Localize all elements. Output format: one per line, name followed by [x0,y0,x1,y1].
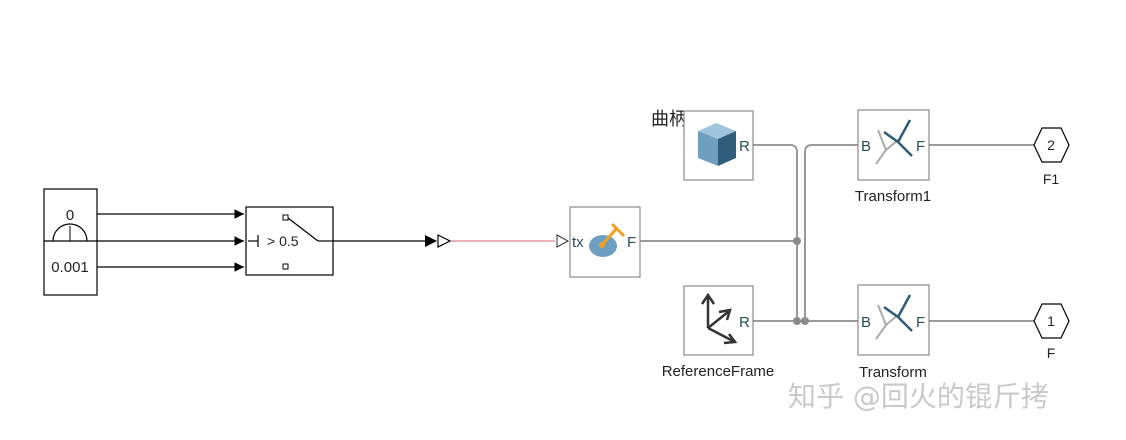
transform1-port-b: B [861,138,871,155]
junction-dot [793,237,801,245]
constant-block-pair[interactable]: 0 0.001 [43,188,98,296]
junction-dot [793,317,801,325]
transform-block[interactable]: B F [857,284,930,356]
outport-f1-number: 2 [1047,137,1055,153]
junction-dot [801,317,809,325]
crank-solid-block[interactable]: R [683,110,754,181]
reference-frame-port-r: R [739,314,750,331]
transform-label: Transform [859,364,927,381]
cube-icon [698,123,736,166]
transform-port-f: F [916,314,925,331]
axes-icon [700,292,738,345]
joint-port-f: F [627,234,636,251]
switch-block[interactable]: > 0.5 [245,206,334,276]
joint-port-tx: tx [572,234,584,251]
transform1-label: Transform1 [855,188,931,205]
simulink-ps-converter[interactable] [425,234,452,248]
tx-input-triangle [556,234,570,248]
signal-lines-input [97,209,244,272]
watermark: 知乎 @回火的锟斤拷 [788,380,1049,413]
outport-f-number: 1 [1047,313,1055,329]
gauge-icon [52,223,88,242]
outport-f[interactable]: 1 [1033,303,1070,339]
joint-block[interactable]: tx F [569,206,641,278]
transform-port-b: B [861,314,871,331]
switch-threshold-label: > 0.5 [267,233,299,249]
reference-frame-block[interactable]: R [683,285,754,356]
outport-f-label: F [1047,345,1056,361]
transform-icon [875,119,913,165]
crank-port-r: R [739,138,750,155]
transform1-port-f: F [916,138,925,155]
outport-f1[interactable]: 2 [1033,127,1070,163]
reference-frame-label: ReferenceFrame [662,363,775,380]
transform-icon [875,294,913,340]
crank-annotation: 曲柄 [651,109,687,129]
outport-f1-label: F1 [1043,171,1060,187]
constant-top-value: 0 [66,207,74,224]
transform1-block[interactable]: B F [857,109,930,181]
constant-bottom-value: 0.001 [51,259,89,276]
